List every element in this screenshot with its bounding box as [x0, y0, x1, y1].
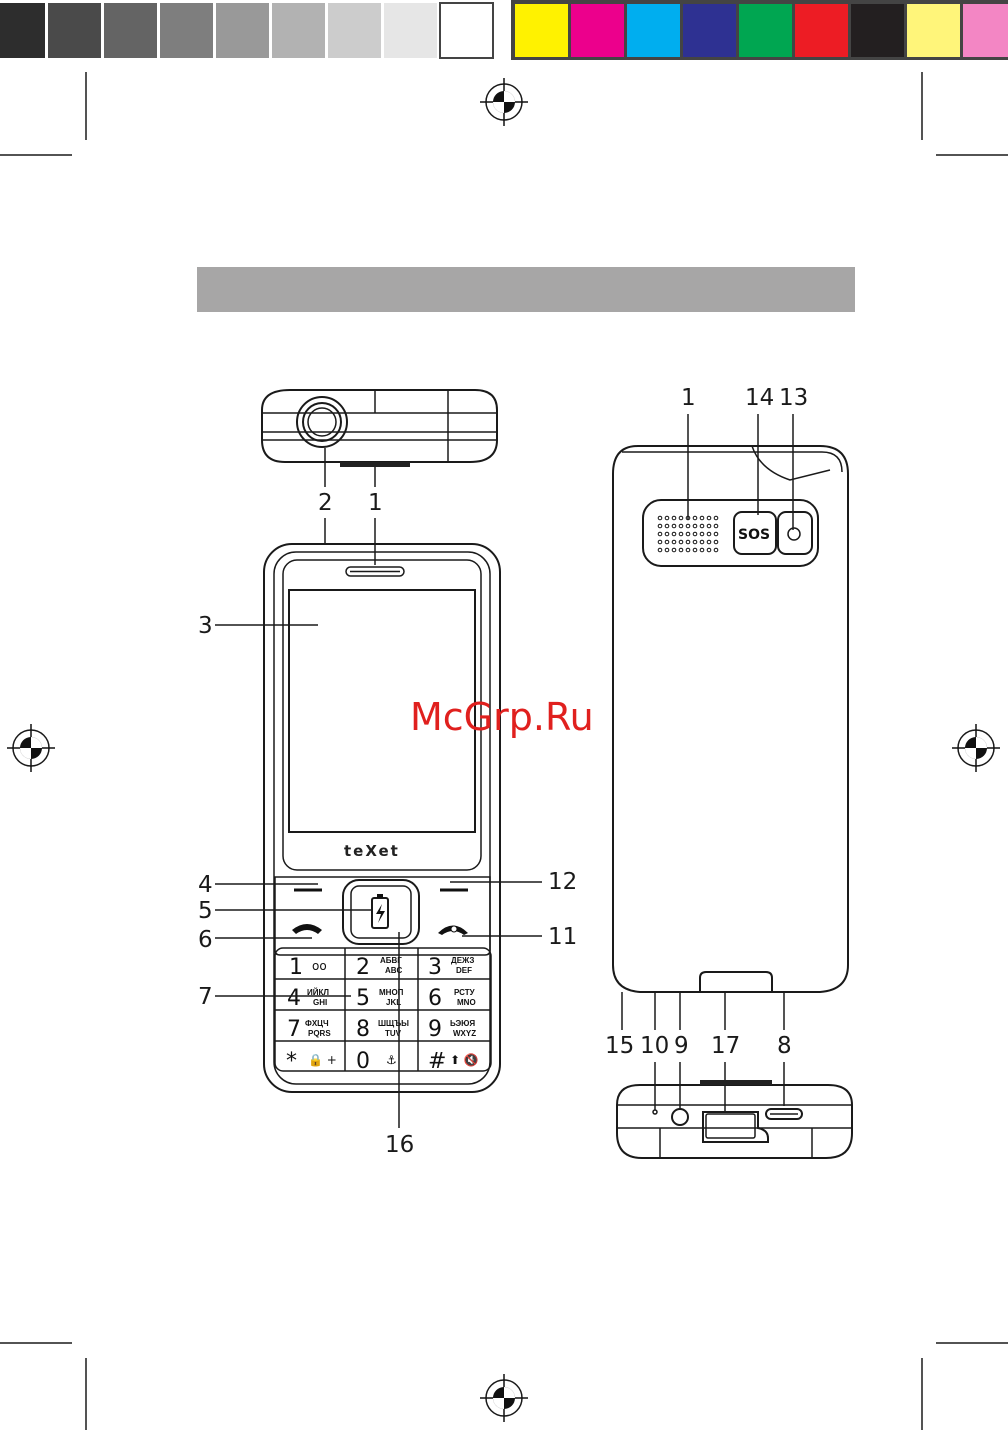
callout-12: 12 [548, 869, 577, 895]
callout-7: 7 [198, 984, 213, 1010]
color-swatch [795, 4, 848, 57]
gray-swatch [272, 3, 325, 58]
key-main-label: 4 [287, 986, 301, 1011]
gray-swatch [48, 3, 101, 58]
top-speaker-slot [340, 462, 410, 467]
callout-back-1: 1 [681, 385, 696, 411]
key-main-label: 3 [428, 955, 442, 980]
key-main-label: # [428, 1049, 446, 1074]
callout-9: 9 [674, 1033, 689, 1059]
camera-module [643, 500, 818, 566]
callout-5: 5 [198, 898, 213, 924]
key-cyrillic-label: ФХЦЧ [305, 1019, 329, 1028]
callout-11: 11 [548, 924, 577, 950]
phone-bottom-view [617, 1080, 852, 1158]
color-swatch [907, 4, 960, 57]
callout-17: 17 [711, 1033, 740, 1059]
callout-8: 8 [777, 1033, 792, 1059]
key-cyrillic-label: РСТУ [454, 988, 476, 997]
grayscale-calibration-bar [0, 3, 493, 58]
key-latin-label: MNO [457, 998, 476, 1007]
key-7: 7 ФХЦЧ PQRS [287, 1017, 331, 1042]
key-latin-label: WXYZ [453, 1029, 476, 1038]
section-header-bar [197, 267, 855, 312]
call-key-icon [292, 924, 322, 934]
key-cyrillic-label: ШЩЪЫ [378, 1019, 409, 1028]
color-swatch [963, 4, 1008, 57]
key-9: 9 ЬЭЮЯ WXYZ [428, 1017, 476, 1042]
key-main-label: 5 [356, 986, 370, 1011]
gray-swatch [104, 3, 157, 58]
color-swatch [571, 4, 624, 57]
headphone-jack [672, 1109, 688, 1125]
callout-3: 3 [198, 613, 213, 639]
key-2: 2 АБВГ ABC [356, 955, 403, 980]
key-latin-label: ABC [385, 966, 403, 975]
gray-swatch [440, 3, 493, 58]
key-cyrillic-label: ДЕЖЗ [451, 956, 474, 965]
gray-swatch [216, 3, 269, 58]
color-swatch [851, 4, 904, 57]
keylock-icon: 🔒 + [308, 1053, 337, 1067]
key-5: 5 МНОП JKL [356, 986, 404, 1011]
back-callouts: 1 14 13 [681, 385, 808, 530]
color-calibration-bar [511, 0, 1008, 60]
rear-speaker-grille [658, 516, 718, 552]
key-6: 6 РСТУ MNO [428, 986, 476, 1011]
voicemail-icon: oo [312, 959, 327, 973]
key-latin-label: GHI [313, 998, 327, 1007]
key-main-label: 2 [356, 955, 370, 980]
sos-button-label: SOS [738, 527, 770, 543]
key-cyrillic-label: ЬЭЮЯ [450, 1019, 475, 1028]
key-4: 4 ИЙКЛ GHI [287, 986, 329, 1011]
key-main-label: 6 [428, 986, 442, 1011]
key-8: 8 ШЩЪЫ TUV [356, 1017, 409, 1042]
color-swatch [515, 4, 568, 57]
gray-swatch [328, 3, 381, 58]
key-main-label: 7 [287, 1017, 301, 1042]
key-1: 1 oo [289, 955, 327, 980]
key-main-label: * [286, 1049, 297, 1074]
callout-13: 13 [779, 385, 808, 411]
callout-4: 4 [198, 872, 213, 898]
keypad-labels: 1 oo 2 АБВГ ABC 3 ДЕЖЗ DEF 4 ИЙКЛ GHI 5 … [286, 955, 479, 1074]
bottom-callouts: 15 10 9 17 8 [605, 992, 792, 1112]
gray-swatch [384, 3, 437, 58]
callout-15: 15 [605, 1033, 634, 1059]
shift-mute-icon: ⬆ 🔇 [450, 1053, 479, 1067]
registration-mark-top [480, 78, 528, 126]
space-icon: ⚓ [386, 1053, 397, 1067]
phone-back-view: SOS [613, 446, 848, 992]
color-swatch [683, 4, 736, 57]
callout-16: 16 [385, 1132, 414, 1158]
callout-1: 1 [368, 490, 383, 516]
key-main-label: 0 [356, 1049, 370, 1074]
phone-top-view [262, 390, 497, 467]
registration-mark-right [952, 724, 1000, 772]
watermark-text: McGrp.Ru [410, 695, 594, 739]
key-latin-label: PQRS [308, 1029, 331, 1038]
gray-swatch [160, 3, 213, 58]
key-main-label: 9 [428, 1017, 442, 1042]
phone-brand-logo: teXet [344, 842, 400, 860]
callout-14: 14 [745, 385, 774, 411]
registration-mark-bottom [480, 1374, 528, 1422]
callout-10: 10 [640, 1033, 669, 1059]
key-cyrillic-label: МНОП [379, 988, 404, 997]
microphone-hole [653, 1110, 657, 1114]
color-swatch [627, 4, 680, 57]
gray-swatch [0, 3, 45, 58]
key-3: 3 ДЕЖЗ DEF [428, 955, 474, 980]
key-main-label: 8 [356, 1017, 370, 1042]
key-latin-label: DEF [456, 966, 472, 975]
color-swatch [739, 4, 792, 57]
callout-6: 6 [198, 927, 213, 953]
flashlight-icon [788, 528, 800, 540]
callout-2: 2 [318, 490, 333, 516]
key-main-label: 1 [289, 955, 303, 980]
registration-mark-left [7, 724, 55, 772]
